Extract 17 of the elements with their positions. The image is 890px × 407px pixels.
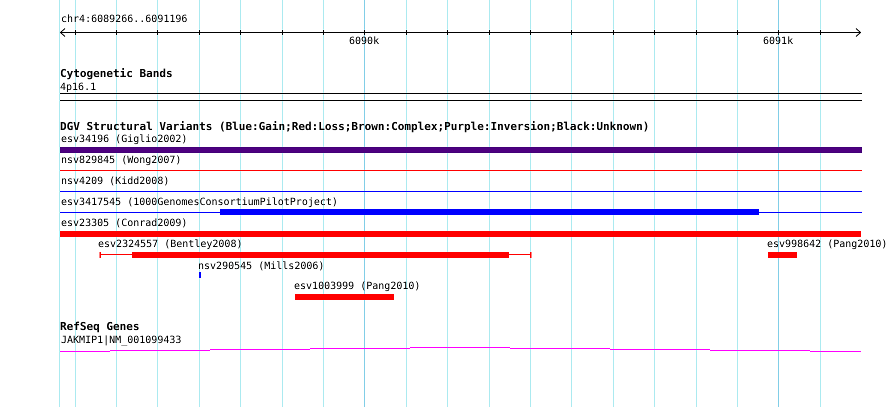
axis-tick-label: 6091k <box>763 36 794 48</box>
variant-label: esv3417545 (1000GenomesConsortiumPilotProject) <box>61 197 338 209</box>
track-title: DGV Structural Variants (Blue:Gain;Red:Loss;Brown:Complex;Purple:Inversion;Black:Unknown) <box>60 121 650 133</box>
variant-label: nsv4209 (Kidd2008) <box>61 176 170 188</box>
gene-label: JAKMIP1|NM_001099433 <box>61 335 182 347</box>
track-title: RefSeq Genes <box>60 321 140 333</box>
track-title: Cytogenetic Bands <box>60 68 173 80</box>
band-label: 4p16.1 <box>60 82 96 94</box>
variant-label: esv1003999 (Pang2010) <box>294 281 420 293</box>
variant-label: esv998642 (Pang2010) <box>767 239 888 251</box>
axis-tick-label: 6090k <box>349 36 380 48</box>
coordinate-label: chr4:6089266..6091196 <box>61 14 188 26</box>
variant-label: esv23305 (Conrad2009) <box>61 218 188 230</box>
variant-label: nsv290545 (Mills2006) <box>198 261 324 273</box>
variant-label: esv34196 (Giglio2002) <box>61 134 188 146</box>
variant-label: nsv829845 (Wong2007) <box>61 155 182 167</box>
variant-label: esv2324557 (Bentley2008) <box>98 239 242 251</box>
